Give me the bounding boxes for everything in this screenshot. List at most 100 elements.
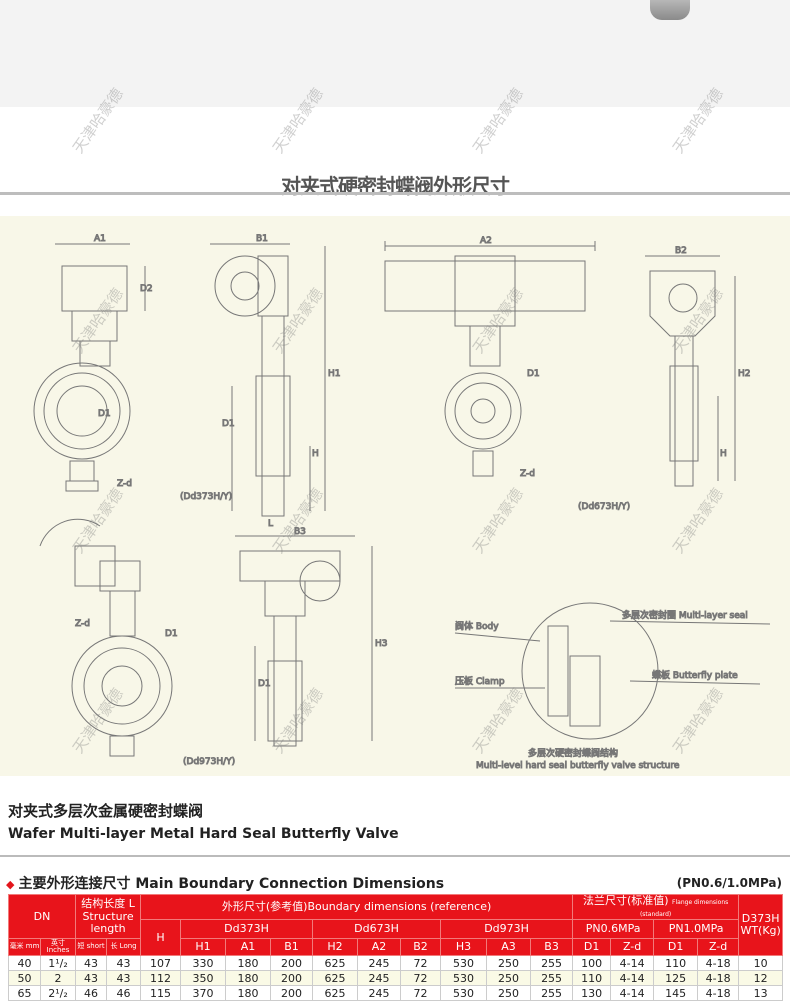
header-h: H [140,919,182,957]
table-cell: 2 [39,970,77,987]
valve-drawing-dd973-side [235,535,373,747]
header-sub: A1 [225,938,272,957]
pressure-rating: (PN0.6/1.0MPa) [676,876,782,890]
callout-seal: 多层次密封圈 Multi-layer seal [622,609,748,621]
table-cell: 50 [8,970,41,987]
header-dn: DN [7,893,77,940]
section-divider [0,855,790,857]
dim-label-h1: H1 [328,369,341,379]
table-cell: 43 [106,955,142,972]
header-inches: 英寸 Inches [39,938,77,957]
section-title-cn: 主要外形连接尺寸 [18,876,131,892]
detail-caption-cn: 多层次硬密封蝶阀结构 [528,747,618,759]
callout-plate: 蝶板 Butterfly plate [652,669,738,681]
dim-label-h2: H2 [738,369,751,379]
valve-drawing-dd373-front [33,243,146,492]
dim-label-d1: D1 [222,419,235,429]
table-cell: 625 [312,985,359,1001]
dim-label-d2: D2 [140,284,153,294]
dim-label-h: H [720,449,727,459]
product-photo-area [0,0,790,107]
dim-label-zd: Z-d [520,469,535,479]
section-heading: ◆主要外形连接尺寸 Main Boundary Connection Dimen… [6,873,444,893]
header-short: 短 short [75,938,108,957]
table-cell: 250 [486,985,532,1001]
table-cell: 43 [106,970,142,987]
table-cell: 110 [572,970,612,987]
table-cell: 10 [738,955,784,972]
valve-drawing-dd673-front [384,241,596,477]
table-cell: 107 [140,955,182,972]
dim-label-b3: B3 [294,527,306,537]
header-sub: H3 [440,938,488,957]
table-cell: 145 [653,985,699,1001]
dim-label-h3: H3 [375,639,388,649]
header-sub: D1 [572,938,612,957]
table-cell: 4-18 [697,985,740,1001]
table-cell: 180 [225,970,272,987]
table-cell: 200 [270,955,314,972]
table-cell: 4-14 [610,985,655,1001]
dim-label-zd: Z-d [117,479,132,489]
table-cell: 245 [357,955,402,972]
table-cell: 125 [653,970,699,987]
dimension-drawings: A1 D2 D1 Z-d B1 H1 H D1 L (Dd373H/Y) A2 … [0,216,790,776]
header-flange: 法兰尺寸(标准值) Flange dimensions (standard) [572,893,740,921]
table-cell: 245 [357,970,402,987]
header-sub: H1 [180,938,227,957]
table-cell: 100 [572,955,612,972]
table-cell: 112 [140,970,182,987]
product-title-cn: 对夹式多层次金属硬密封蝶阀 [8,802,204,820]
table-cell: 43 [75,970,108,987]
header-long: 长 Long [106,938,142,957]
table-cell: 530 [440,985,488,1001]
dim-label-a1: A1 [94,234,106,244]
table-cell: 12 [738,970,784,987]
header-sub: Z-d [610,938,655,957]
table-cell: 330 [180,955,227,972]
product-title-en: Wafer Multi-layer Metal Hard Seal Butter… [8,826,399,842]
dim-label-h: H [312,449,319,459]
table-cell: 255 [530,955,574,972]
header-sub: B3 [530,938,574,957]
table-cell: 370 [180,985,227,1001]
valve-drawing-dd373-side [210,243,326,517]
table-cell: 530 [440,970,488,987]
model-label-dd673: (Dd673H/Y) [578,502,630,512]
table-cell: 40 [8,955,41,972]
header-pn06: PN0.6MPa [572,919,655,940]
header-dd373h: Dd373H [180,919,314,940]
table-cell: 255 [530,985,574,1001]
table-cell: 180 [225,955,272,972]
table-cell: 72 [400,955,442,972]
section-title-en: Main Boundary Connection Dimensions [135,876,445,892]
table-cell: 250 [486,970,532,987]
model-label-dd373: (Dd373H/Y) [180,492,232,502]
header-mm: 毫米 mm [8,938,41,957]
table-cell: 46 [75,985,108,1001]
valve-drawing-dd673-side [645,255,736,487]
seal-structure-detail [454,602,771,740]
table-cell: 46 [106,985,142,1001]
table-cell: 4-14 [610,970,655,987]
dim-label-d1: D1 [98,409,111,419]
header-sub: B2 [400,938,442,957]
model-label-dd973: (Dd973H/Y) [183,757,235,767]
header-boundary: 外形尺寸(参考值)Boundary dimensions (reference) [140,893,574,921]
dim-label-a2: A2 [480,236,492,246]
dim-label-b2: B2 [675,246,687,256]
title-divider [0,192,790,195]
dim-label-d1: D1 [527,369,540,379]
table-cell: 72 [400,970,442,987]
header-sub: A2 [357,938,402,957]
table-cell: 115 [140,985,182,1001]
table-cell: 72 [400,985,442,1001]
table-cell: 4-14 [610,955,655,972]
header-sub: D1 [653,938,699,957]
diamond-bullet-icon: ◆ [6,878,15,891]
